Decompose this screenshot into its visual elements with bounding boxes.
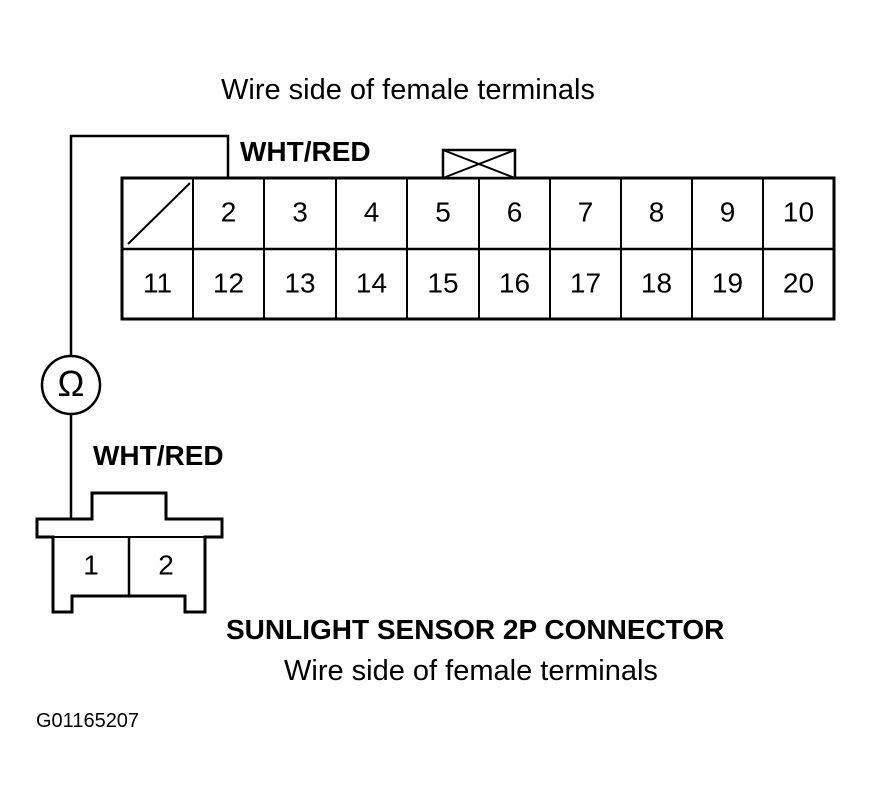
terminal-16: 16: [499, 267, 530, 298]
terminal-9: 9: [720, 196, 736, 227]
terminal-6: 6: [507, 196, 523, 227]
top-wire-label: WHT/RED: [240, 136, 371, 167]
terminal-19: 19: [712, 267, 743, 298]
terminal-7: 7: [578, 196, 594, 227]
terminal-12: 12: [213, 267, 244, 298]
terminal-14: 14: [356, 267, 387, 298]
sensor-pin-2: 2: [158, 549, 174, 580]
terminal-2: 2: [221, 196, 237, 227]
sensor-connector-title: SUNLIGHT SENSOR 2P CONNECTOR: [226, 614, 725, 645]
sensor-pin-1: 1: [83, 549, 99, 580]
terminal-10: 10: [783, 196, 814, 227]
top-connector-column-dividers: [192, 178, 764, 319]
terminal-13: 13: [284, 267, 315, 298]
terminal-11: 11: [143, 267, 172, 298]
terminal-3: 3: [292, 196, 308, 227]
terminal-18: 18: [641, 267, 672, 298]
ohmmeter-icon: [40, 354, 102, 416]
lock-tab-cross-2: [442, 149, 516, 179]
sensor-connector-caption: Wire side of female terminals: [284, 655, 658, 687]
terminal-20: 20: [783, 267, 814, 298]
ohm-symbol: Ω: [57, 363, 85, 404]
terminal-17: 17: [570, 267, 601, 298]
terminal-15: 15: [427, 267, 458, 298]
test-lead-wire: [69, 134, 230, 360]
terminal-8: 8: [649, 196, 665, 227]
figure-id: G01165207: [36, 710, 140, 732]
terminal-4: 4: [364, 196, 380, 227]
bottom-wire-label: WHT/RED: [93, 440, 224, 471]
blank-terminal-slash: [127, 182, 191, 245]
terminal-5: 5: [435, 196, 451, 227]
top-connector-caption: Wire side of female terminals: [221, 74, 595, 106]
top-connector-pin-labels: 2 3 4 5 6 7 8 9 10 11 12 13 14 15 16 17 18 19 20: [143, 196, 814, 298]
